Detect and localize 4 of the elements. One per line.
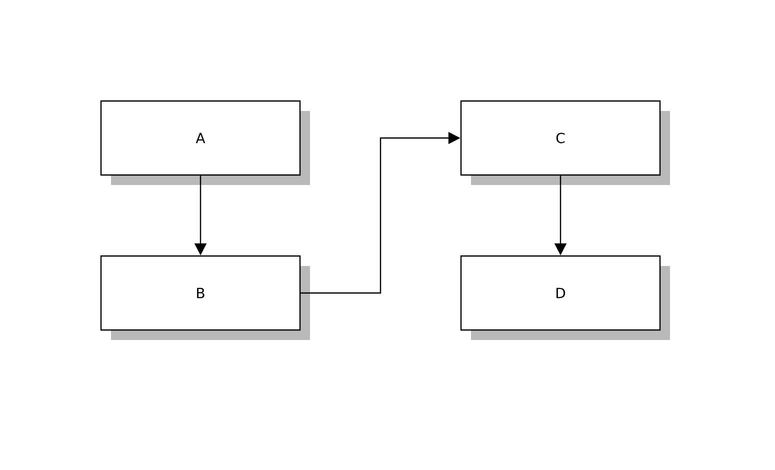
process-box: A (100, 100, 310, 185)
process-box: D (460, 255, 670, 340)
process-box: B (100, 255, 310, 340)
process-box: C (460, 100, 670, 185)
